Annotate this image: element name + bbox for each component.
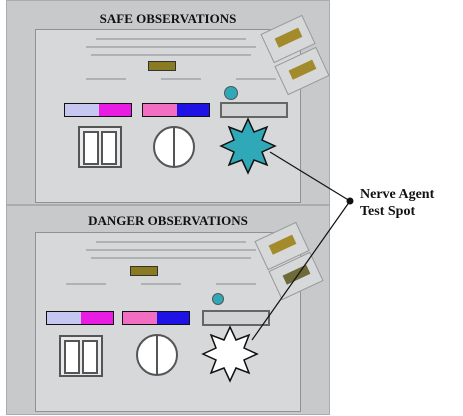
- teal-dot-indicator: [212, 293, 224, 305]
- callout-anchor-dot: [346, 197, 354, 205]
- lavender-segment: [47, 312, 81, 324]
- cell-left: [83, 131, 99, 165]
- cell-left: [64, 340, 80, 374]
- empty-bar: [220, 102, 288, 118]
- safe-panel-title: SAFE OBSERVATIONS: [99, 11, 237, 26]
- cell-right: [101, 131, 117, 165]
- color-bar-lavender-magenta: [64, 103, 132, 117]
- danger-test-spot-star: [201, 325, 259, 383]
- olive-indicator-strip: [130, 266, 158, 276]
- fine-print: [91, 257, 251, 259]
- color-bar-lavender-magenta: [46, 311, 114, 325]
- circle-divider: [173, 128, 175, 166]
- fine-print: [141, 283, 181, 285]
- safe-observations-panel: SAFE OBSERVATIONS: [6, 0, 330, 205]
- two-cell-box: [59, 335, 103, 377]
- teal-dot-indicator: [224, 86, 238, 100]
- callout-label: Nerve Agent Test Spot: [360, 186, 434, 220]
- fine-print: [161, 78, 201, 80]
- leader-line-danger: [251, 200, 351, 341]
- cell-right: [82, 340, 98, 374]
- callout-line-2: Test Spot: [360, 204, 416, 219]
- split-circle: [136, 334, 178, 376]
- fine-print: [91, 54, 251, 56]
- fine-print: [86, 46, 256, 48]
- lavender-segment: [65, 104, 99, 116]
- olive-indicator-strip: [148, 61, 176, 71]
- fine-print: [236, 78, 276, 80]
- color-bar-pink-blue: [142, 103, 210, 117]
- leader-line-safe: [269, 151, 351, 202]
- fine-print: [66, 283, 106, 285]
- fine-print: [96, 38, 246, 40]
- magenta-segment: [81, 312, 113, 324]
- fine-print: [216, 283, 256, 285]
- danger-observations-panel: DANGER OBSERVATIONS: [6, 205, 330, 415]
- callout-line-1: Nerve Agent: [360, 187, 435, 202]
- two-cell-box: [78, 126, 122, 168]
- fine-print: [86, 249, 256, 251]
- fine-print: [96, 241, 246, 243]
- magenta-segment: [99, 104, 131, 116]
- split-circle: [153, 126, 195, 168]
- pink-segment: [123, 312, 157, 324]
- danger-panel-title: DANGER OBSERVATIONS: [88, 213, 248, 228]
- empty-bar: [202, 310, 270, 326]
- safe-test-spot-star: [219, 117, 277, 175]
- blue-segment: [157, 312, 189, 324]
- safe-ticket-card: [35, 29, 301, 203]
- pink-segment: [143, 104, 177, 116]
- circle-divider: [156, 336, 158, 374]
- color-bar-pink-blue: [122, 311, 190, 325]
- danger-ticket-card: [35, 232, 301, 412]
- blue-segment: [177, 104, 209, 116]
- fine-print: [86, 78, 126, 80]
